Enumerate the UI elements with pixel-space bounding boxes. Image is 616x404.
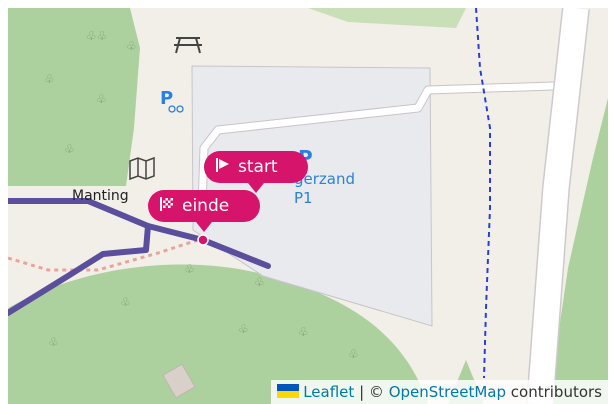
parking-name-line1: gerzand [294, 170, 356, 188]
tree-symbols: ♧♧ ♧ ♧ ♧ ♧ ♧ ♧ ♧ ♧ ♧ ♧ ♧ [44, 29, 359, 361]
forest-area-east [548, 98, 608, 404]
attribution-separator: | [359, 383, 365, 401]
track-path [8, 238, 199, 272]
service-road [198, 82, 557, 212]
checkered-flag-icon [160, 190, 174, 222]
bicycle-parking-symbol: P [160, 88, 174, 109]
svg-text:♧: ♧ [298, 325, 309, 339]
end-marker-label: einde [182, 196, 230, 216]
place-label: Manting [72, 188, 129, 204]
end-marker-pointer [196, 222, 212, 232]
map-container[interactable]: ♧♧ ♧ ♧ ♧ ♧ ♧ ♧ ♧ ♧ ♧ ♧ ♧ [8, 8, 608, 404]
attribution-suffix: contributors [510, 383, 602, 401]
picnic-table-icon [174, 37, 202, 54]
svg-text:♧: ♧ [44, 72, 55, 86]
start-marker-pointer [248, 183, 264, 193]
start-marker[interactable]: start [204, 151, 308, 193]
svg-text:♧: ♧ [126, 39, 137, 53]
map-tiles[interactable]: ♧♧ ♧ ♧ ♧ ♧ ♧ ♧ ♧ ♧ ♧ ♧ ♧ [8, 8, 608, 404]
route-line-branch [8, 223, 151, 316]
leaflet-link[interactable]: Leaflet [303, 383, 355, 401]
copyright-symbol: © [368, 383, 384, 401]
main-road [527, 8, 589, 404]
information-board-icon [129, 156, 155, 181]
flag-icon [216, 151, 230, 183]
bicycle-icon [168, 105, 184, 113]
svg-text:♧♧: ♧♧ [86, 29, 108, 43]
svg-text:♧: ♧ [120, 295, 131, 309]
forest-area-north [308, 8, 466, 28]
svg-text:♧: ♧ [254, 275, 265, 289]
parking-name-line2: P1 [294, 189, 313, 207]
svg-text:♧: ♧ [348, 347, 359, 361]
start-marker-label: start [238, 157, 278, 177]
svg-text:♧: ♧ [48, 335, 59, 349]
forest-area-south [8, 264, 428, 404]
forest-area-west [8, 8, 140, 186]
parking-name: gerzand P1 [294, 170, 384, 208]
route-endpoint-dot[interactable] [197, 234, 209, 246]
openstreetmap-link[interactable]: OpenStreetMap [388, 383, 506, 401]
svg-text:♧: ♧ [238, 322, 249, 336]
svg-text:♧: ♧ [184, 262, 195, 276]
ukraine-flag-icon [277, 384, 300, 398]
end-marker[interactable]: einde [148, 190, 260, 232]
svg-text:♧: ♧ [96, 92, 107, 106]
building [162, 363, 196, 399]
svg-text:♧: ♧ [64, 142, 75, 156]
map-attribution: Leaflet | © OpenStreetMap contributors [271, 380, 608, 404]
